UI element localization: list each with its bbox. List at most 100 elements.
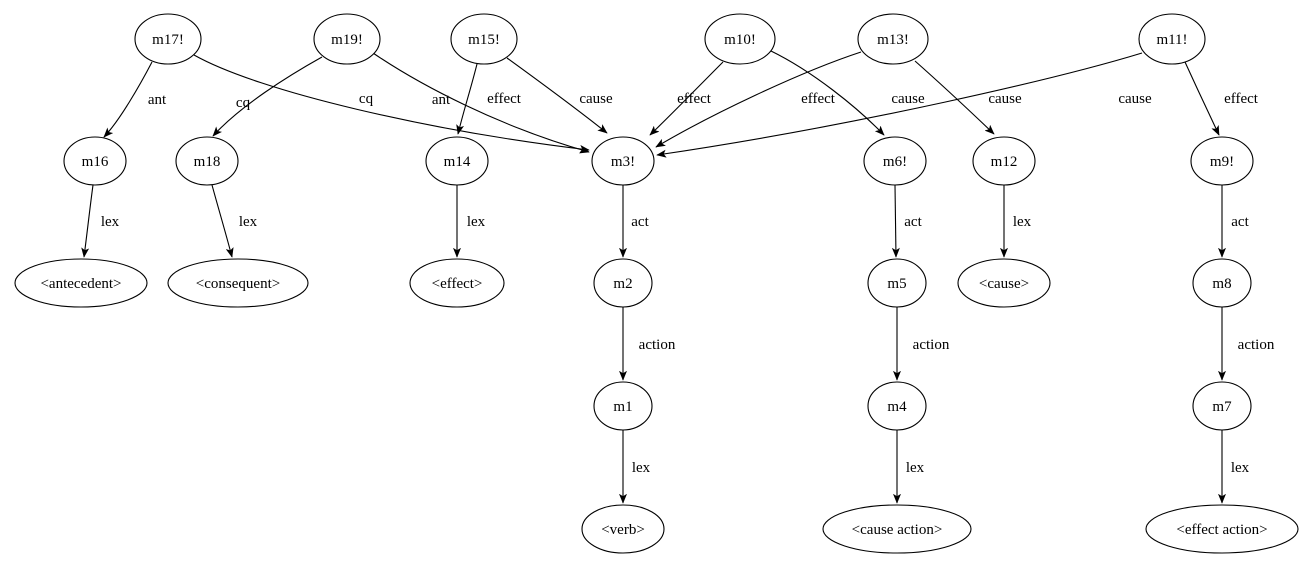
node-label: m17! <box>152 32 184 48</box>
node-ellipse <box>313 13 381 65</box>
graph-node[interactable]: <antecedent> <box>14 258 148 308</box>
graph-edge: ant <box>103 61 167 138</box>
node-label: m11! <box>1156 32 1187 48</box>
node-ellipse <box>972 136 1036 186</box>
graph-node[interactable]: m12 <box>972 136 1036 186</box>
graph-edge: lex <box>211 184 258 258</box>
node-label: <consequent> <box>196 276 280 292</box>
edge-line <box>456 63 478 135</box>
node-label: m9! <box>1210 154 1234 170</box>
graph-node[interactable]: m4 <box>867 381 927 431</box>
graph-edge: cq <box>193 54 590 153</box>
graph-edge: act <box>619 185 650 258</box>
graph-edge: lex <box>453 185 486 258</box>
edge-label: cause <box>1118 91 1152 107</box>
edge-label: action <box>913 337 950 353</box>
graph-node[interactable]: m1 <box>593 381 653 431</box>
graph-node[interactable]: m9! <box>1190 136 1254 186</box>
node-label: <cause> <box>979 276 1029 292</box>
edge-line <box>649 61 724 136</box>
edge-line <box>103 61 153 138</box>
node-ellipse <box>425 136 489 186</box>
graph-edge: action <box>893 307 950 381</box>
graph-node[interactable]: m15! <box>450 13 518 65</box>
node-ellipse <box>175 136 239 186</box>
edge-label: lex <box>101 214 120 230</box>
node-ellipse <box>1190 136 1254 186</box>
graph-node[interactable]: <cause> <box>957 258 1051 308</box>
edge-label: effect <box>801 91 836 107</box>
edge-line <box>193 54 590 153</box>
node-label: m14 <box>444 154 471 170</box>
graph-node[interactable]: <effect action> <box>1145 504 1299 554</box>
graph-edge: action <box>619 307 676 381</box>
edge-line <box>211 184 234 258</box>
graph-edge: effect <box>456 63 522 135</box>
edge-line <box>656 52 1143 158</box>
graph-node[interactable]: m17! <box>134 13 202 65</box>
node-label: <verb> <box>601 522 645 538</box>
graph-node[interactable]: m6! <box>863 136 927 186</box>
graph-node[interactable]: <cause action> <box>822 504 972 554</box>
edge-label: cause <box>988 91 1022 107</box>
graph-node[interactable]: m7 <box>1192 381 1252 431</box>
node-ellipse <box>1138 13 1206 65</box>
edge-line <box>655 51 862 148</box>
node-ellipse <box>581 504 665 554</box>
graph-edge: cq <box>212 56 323 137</box>
edge-label: ant <box>432 92 451 108</box>
graph-node[interactable]: m2 <box>593 258 653 308</box>
node-ellipse <box>167 258 309 308</box>
node-label: m18 <box>194 154 221 170</box>
graph-edge: cause <box>656 52 1152 158</box>
edge-line <box>1184 61 1220 136</box>
graph-node[interactable]: <consequent> <box>167 258 309 308</box>
graph-node[interactable]: m13! <box>857 13 929 65</box>
edge-label: cause <box>891 91 925 107</box>
graph-edge: ant <box>372 52 590 154</box>
node-label: <cause action> <box>852 522 943 538</box>
graph-edge: lex <box>893 430 925 504</box>
graph-node[interactable]: m3! <box>591 136 655 186</box>
edge-line <box>212 56 323 137</box>
graph-node[interactable]: m8 <box>1192 258 1252 308</box>
node-ellipse <box>14 258 148 308</box>
graph-node[interactable]: m19! <box>313 13 381 65</box>
node-ellipse <box>1145 504 1299 554</box>
edge-label: effect <box>487 91 522 107</box>
graph-edge: effect <box>1184 61 1259 136</box>
edge-line <box>506 57 608 134</box>
graph-node[interactable]: m11! <box>1138 13 1206 65</box>
graph-edge: act <box>1218 185 1250 258</box>
graph-node[interactable]: <verb> <box>581 504 665 554</box>
node-label: m7 <box>1212 399 1232 415</box>
graph-node[interactable]: m14 <box>425 136 489 186</box>
graph-edge: act <box>891 184 923 258</box>
graph-node[interactable]: m10! <box>704 13 776 65</box>
edge-label: action <box>639 337 676 353</box>
graph-node[interactable]: m18 <box>175 136 239 186</box>
node-label: m12 <box>991 154 1018 170</box>
edge-label: cq <box>236 95 251 111</box>
graph-edge: lex <box>81 184 120 258</box>
edge-label: cause <box>579 91 613 107</box>
graph-edge: lex <box>1000 185 1032 258</box>
node-ellipse <box>134 13 202 65</box>
graph-edge: cause <box>506 57 613 134</box>
graph-node[interactable]: m16 <box>63 136 127 186</box>
node-label: m13! <box>877 32 909 48</box>
edge-label: act <box>631 214 649 230</box>
graph-edge: effect <box>655 51 862 148</box>
edge-label: lex <box>906 460 925 476</box>
graph-edge: cause <box>770 50 925 136</box>
node-ellipse <box>450 13 518 65</box>
graph-edge: cause <box>914 60 1022 135</box>
node-label: m10! <box>724 32 756 48</box>
node-ellipse <box>409 258 505 308</box>
node-ellipse <box>1192 258 1252 308</box>
graph-node[interactable]: <effect> <box>409 258 505 308</box>
node-ellipse <box>591 136 655 186</box>
graph-node[interactable]: m5 <box>867 258 927 308</box>
